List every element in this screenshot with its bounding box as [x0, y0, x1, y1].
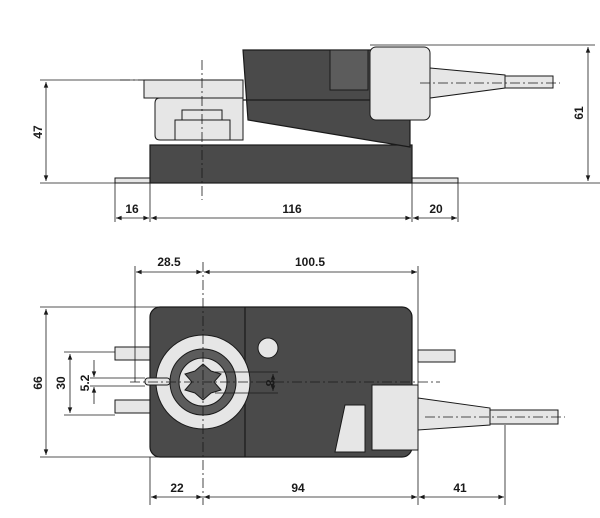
- manual-release-button: [329, 49, 369, 91]
- dim-30: 30: [54, 376, 68, 390]
- top-view: 28.5 100.5 66 30 5.2 8 22 94 41: [31, 255, 565, 505]
- left-tab-upper: [114, 346, 151, 361]
- lower-housing: [149, 144, 413, 184]
- dim-28-5: 28.5: [157, 255, 181, 269]
- left-tab-lower: [114, 399, 151, 414]
- dim-47: 47: [31, 125, 45, 139]
- right-foot: [411, 177, 459, 184]
- side-view: 47 61 16 116 20: [31, 44, 600, 222]
- left-foot: [114, 177, 151, 184]
- dim-66: 66: [31, 376, 45, 390]
- dim-100-5: 100.5: [295, 255, 325, 269]
- cable-cone-top: [417, 397, 491, 431]
- cable-gland: [369, 46, 431, 121]
- dim-61: 61: [572, 106, 586, 120]
- indicator-hole: [257, 337, 279, 359]
- dim-22: 22: [170, 481, 184, 495]
- dim-8: 8: [263, 380, 277, 387]
- release-lever: [334, 404, 366, 453]
- shaft-adapter: [174, 119, 231, 141]
- clamp-bracket: [143, 79, 244, 99]
- dim-16: 16: [125, 202, 139, 216]
- dim-20: 20: [429, 202, 443, 216]
- connector-box: [371, 384, 419, 451]
- right-tab: [417, 349, 456, 363]
- dim-94: 94: [291, 481, 305, 495]
- dim-5-2: 5.2: [78, 374, 92, 391]
- cable: [504, 75, 554, 89]
- slot: [144, 377, 171, 386]
- dim-41: 41: [453, 481, 467, 495]
- dim-116: 116: [282, 202, 302, 216]
